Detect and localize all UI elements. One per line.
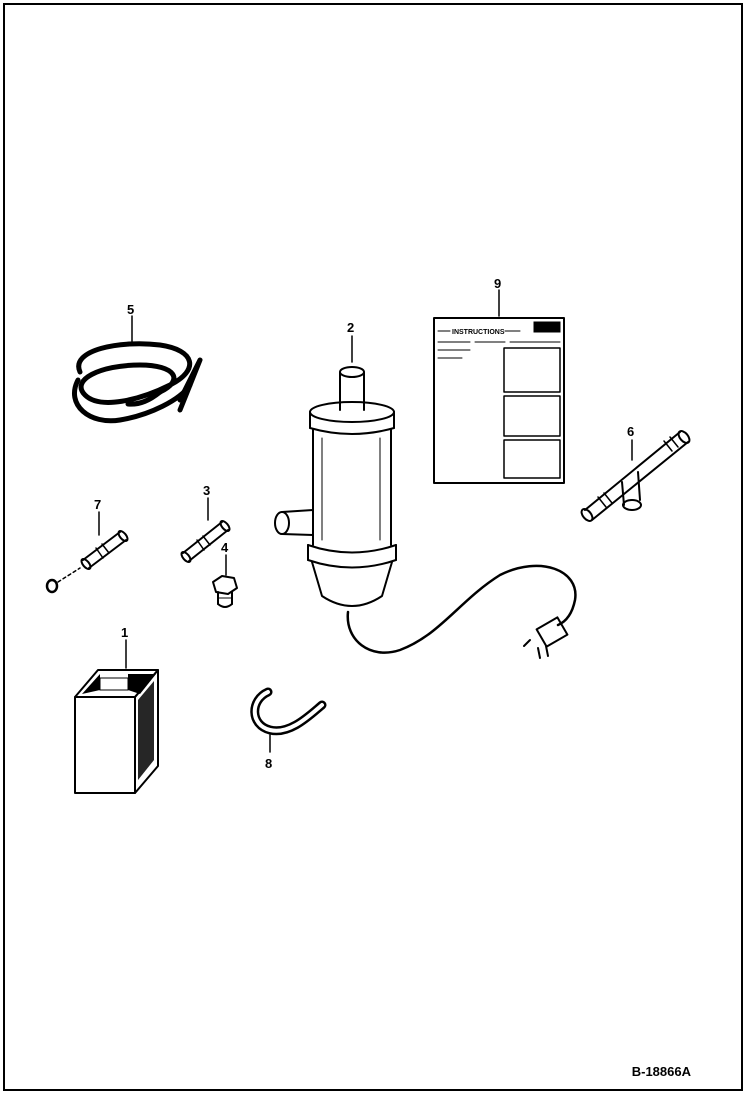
part-4-plug (212, 575, 238, 608)
part-9-instruction-sheet: INSTRUCTIONS (433, 317, 565, 484)
part-3-fitting (180, 520, 231, 563)
part-8-hose-elbow (250, 687, 327, 736)
callout-8: 8 (265, 756, 272, 771)
part-6-tee-fitting (580, 430, 691, 522)
part-7-fitting-with-washer (45, 530, 129, 594)
callout-7: 7 (94, 497, 101, 512)
callout-6: 6 (627, 424, 634, 439)
callout-5: 5 (127, 302, 134, 317)
figure-id: B-18866A (631, 1064, 691, 1079)
part-1-box (74, 669, 159, 794)
diagram-frame (3, 3, 743, 1091)
callout-4: 4 (221, 540, 229, 555)
callout-1: 1 (121, 625, 128, 640)
callout-3: 3 (203, 483, 210, 498)
part-2-tank-heater (274, 366, 577, 659)
part-5-hose-coil (72, 341, 203, 424)
callout-2: 2 (347, 320, 354, 335)
instruction-sheet-title: INSTRUCTIONS (452, 329, 505, 336)
callout-9: 9 (494, 276, 501, 291)
